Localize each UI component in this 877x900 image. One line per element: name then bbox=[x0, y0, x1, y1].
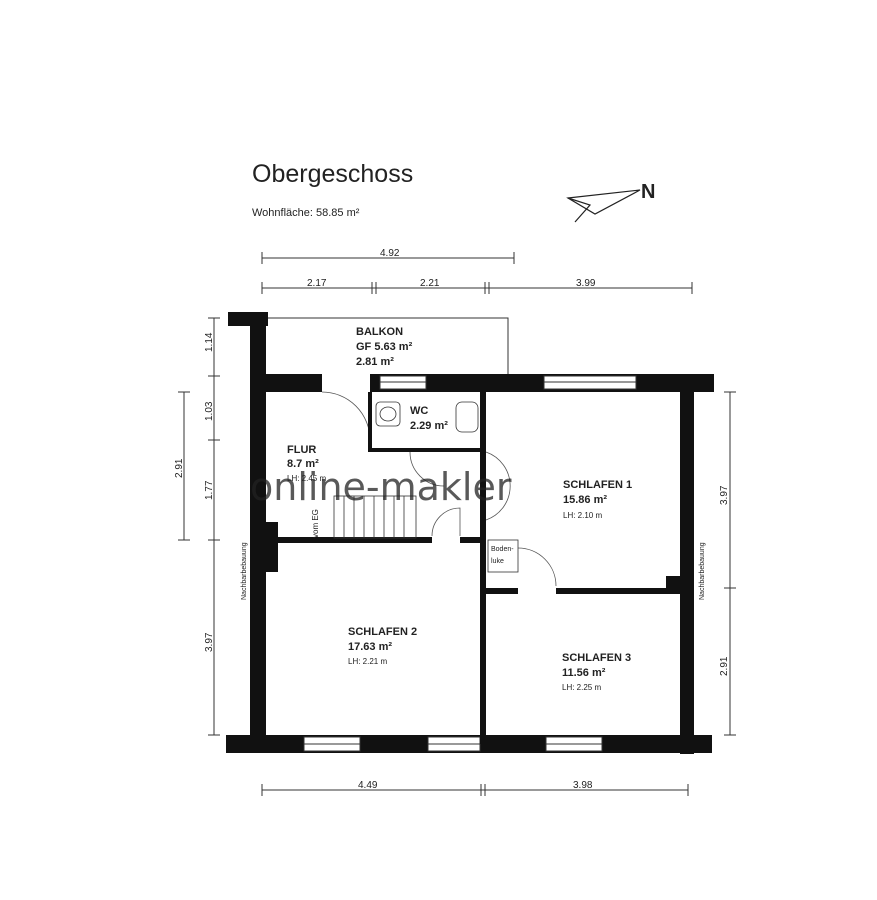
neighbor-right-label: Nachbarbebauung bbox=[699, 542, 706, 600]
bodenluke-door-opening bbox=[518, 586, 556, 596]
dim-left-balkon: 1.14 bbox=[204, 332, 215, 352]
bottom-dimension-lines bbox=[261, 784, 689, 796]
wc-fixtures bbox=[375, 401, 479, 433]
flur-door-swing bbox=[431, 507, 461, 537]
wc-area: 2.29 m² bbox=[410, 420, 448, 432]
dim-right-upper: 3.97 bbox=[719, 485, 730, 505]
schlafen2-area: 17.63 m² bbox=[348, 641, 392, 653]
bodenluke-label-1: Boden- bbox=[491, 546, 514, 553]
top-dimension-lines bbox=[261, 252, 693, 294]
balkon-area: 2.81 m² bbox=[356, 356, 394, 368]
dim-top-b: 2.21 bbox=[420, 278, 440, 289]
bodenluke-label-2: luke bbox=[491, 558, 504, 565]
dim-left-total: 2.91 bbox=[174, 458, 185, 478]
north-label: N bbox=[641, 181, 655, 203]
schlafen3-height: LH: 2.25 m bbox=[562, 683, 601, 692]
schlafen3-name: SCHLAFEN 3 bbox=[562, 652, 631, 664]
dim-bottom-a: 4.49 bbox=[358, 780, 378, 791]
schlafen1-door-swing bbox=[485, 451, 511, 521]
bodenluke-door-swing bbox=[517, 547, 557, 587]
stairs-label: vom EG bbox=[311, 509, 320, 538]
schlafen2-height: LH: 2.21 m bbox=[348, 657, 387, 666]
bodenluke-box bbox=[487, 539, 519, 573]
stairs bbox=[333, 495, 417, 539]
neighbor-left-label: Nachbarbebauung bbox=[241, 542, 248, 600]
dim-right-lower: 2.91 bbox=[719, 656, 730, 676]
balkon-outline bbox=[268, 317, 509, 374]
north-arrow-icon bbox=[566, 189, 641, 223]
schlafen1-name: SCHLAFEN 1 bbox=[563, 479, 632, 491]
flur-height: LH: 2.45 m bbox=[287, 474, 326, 483]
flur-name: FLUR bbox=[287, 444, 316, 456]
wc-name: WC bbox=[410, 405, 428, 417]
balkon-name: BALKON bbox=[356, 326, 403, 338]
watermark: online-makler bbox=[250, 465, 512, 509]
dim-left-wc: 1.03 bbox=[204, 401, 215, 421]
dim-left-lower: 3.97 bbox=[204, 632, 215, 652]
living-area-label: Wohnfläche: 58.85 m² bbox=[252, 207, 360, 219]
flur-area: 8.7 m² bbox=[287, 458, 319, 470]
balkon-area-gf: GF 5.63 m² bbox=[356, 341, 413, 353]
plan-title: Obergeschoss bbox=[252, 160, 414, 188]
dim-bottom-b: 3.98 bbox=[573, 780, 593, 791]
right-dimension-lines bbox=[724, 391, 736, 736]
interior-walls bbox=[268, 392, 682, 744]
exterior-walls bbox=[226, 312, 714, 754]
left-dimension-lines bbox=[178, 317, 220, 736]
window-lines bbox=[304, 381, 636, 745]
dim-left-flur: 1.77 bbox=[204, 480, 215, 500]
dim-top-total: 4.92 bbox=[380, 248, 400, 259]
wc-door-swing bbox=[409, 451, 445, 487]
balkon-door-swing bbox=[321, 391, 371, 441]
schlafen1-height: LH: 2.10 m bbox=[563, 511, 602, 520]
flur-door-opening bbox=[432, 536, 460, 544]
dim-top-c: 3.99 bbox=[576, 278, 596, 289]
schlafen3-area: 11.56 m² bbox=[562, 667, 606, 679]
balkon-door-opening bbox=[322, 374, 370, 392]
schlafen1-area: 15.86 m² bbox=[563, 494, 607, 506]
schlafen2-name: SCHLAFEN 2 bbox=[348, 626, 417, 638]
dim-top-a: 2.17 bbox=[307, 278, 327, 289]
